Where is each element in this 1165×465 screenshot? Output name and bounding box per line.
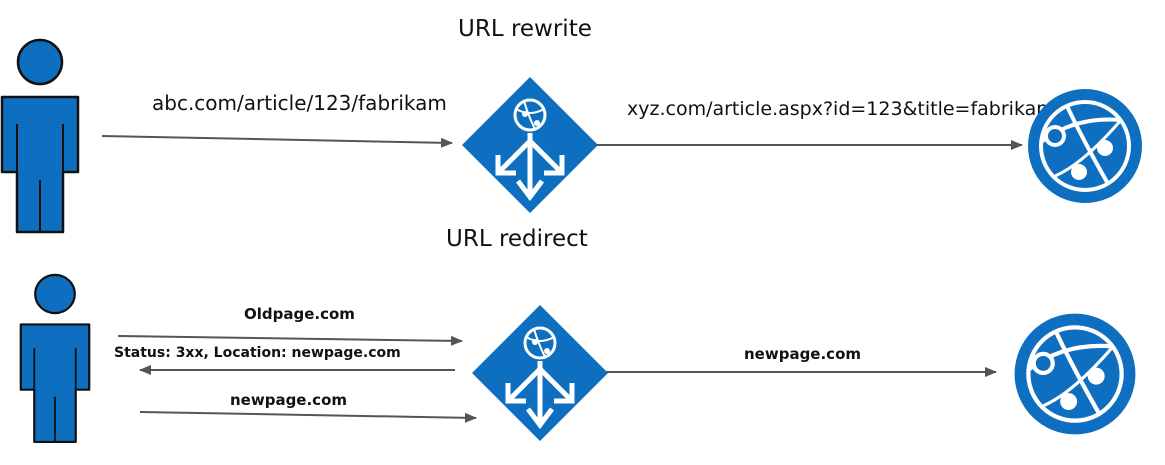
redirect-request-label: Oldpage.com [244, 305, 355, 323]
user-icon [19, 273, 91, 444]
redirect-second-request-label: newpage.com [230, 391, 348, 409]
redirect-response-label: Status: 3xx, Location: newpage.com [114, 345, 401, 361]
gateway-routing-icon [462, 77, 598, 213]
rewrite-title: URL rewrite [458, 16, 592, 42]
redirect-title: URL redirect [446, 226, 588, 252]
gateway-routing-icon [472, 305, 608, 441]
user-icon [0, 38, 80, 234]
rewrite-request-arrow [101, 135, 453, 148]
redirect-forwarded-label: newpage.com [744, 345, 862, 363]
rewrite-request-url: abc.com/article/123/fabrikam [152, 91, 447, 115]
web-app-globe-icon [1026, 87, 1144, 205]
redirect-second-request-arrow [139, 411, 477, 423]
rewrite-forwarded-url: xyz.com/article.aspx?id=123&title=fabrik… [627, 98, 1055, 120]
web-app-globe-icon [1015, 314, 1136, 435]
redirect-request-arrow [117, 335, 463, 346]
